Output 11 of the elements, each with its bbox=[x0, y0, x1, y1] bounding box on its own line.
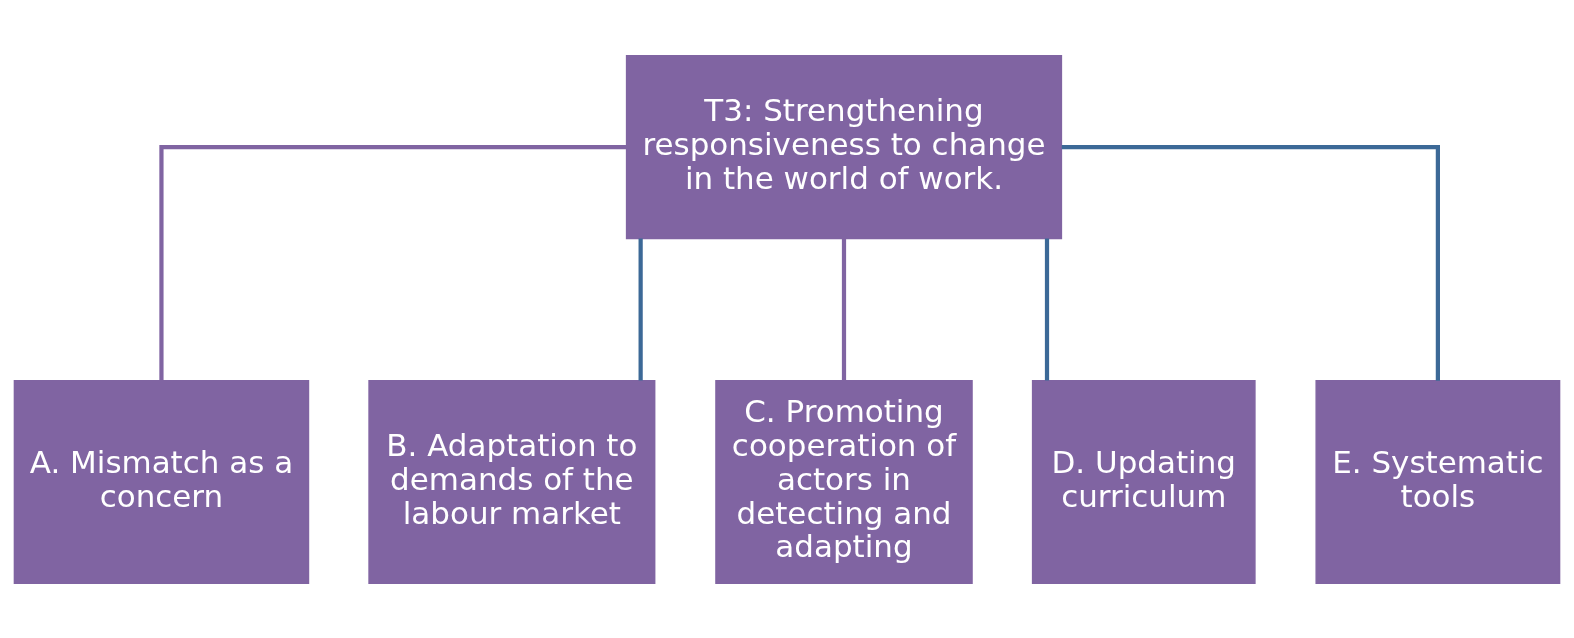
node-box: B. Adaptation to demands of the labour market bbox=[368, 379, 656, 584]
node-box: A. Mismatch as a concern bbox=[13, 379, 310, 584]
connector bbox=[159, 144, 627, 381]
connector bbox=[1044, 238, 1050, 381]
connector bbox=[841, 238, 847, 381]
connector bbox=[1061, 144, 1440, 381]
node-box: T3: Strengthening responsiveness to change in the world of work. bbox=[625, 54, 1063, 239]
node-box: C. Promoting cooperation of actors in detecting and adapting bbox=[715, 379, 973, 584]
connector bbox=[638, 238, 643, 381]
node-box: E. Systematic tools bbox=[1315, 379, 1561, 584]
node-box: D. Updating curriculum bbox=[1031, 379, 1256, 584]
